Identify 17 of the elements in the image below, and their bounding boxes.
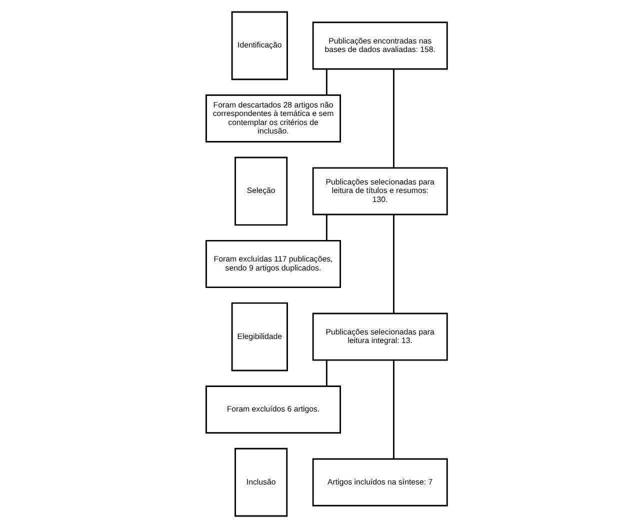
node-box: Identificação (230, 10, 288, 80)
connector (392, 214, 394, 313)
node-box: Seleção (234, 156, 288, 226)
connector (325, 360, 327, 386)
connector (325, 68, 327, 95)
node-box: Elegibilidade (230, 302, 288, 371)
node-box: Publicações selecionadas para leitura de títulos e resumos: 130. (312, 166, 448, 215)
node-box: Foram descartados 28 artigos não correspondentes à temática e sem contemplar os critérios de inclusão. (205, 94, 341, 142)
node-box: Inclusão (234, 447, 288, 516)
node-box: Foram excluídos 6 artigos. (205, 385, 341, 434)
connector (325, 214, 327, 240)
node-box: Publicações selecionadas para leitura integral: 13. (312, 312, 448, 360)
connector (392, 68, 394, 168)
node-box: Artigos incluídos na síntese: 7 (312, 458, 448, 506)
connector (392, 360, 394, 458)
node-box: Publicações encontradas nas bases de dados avaliadas: 158. (312, 21, 448, 70)
node-box: Foram excluídas 117 publicações, sendo 9 artigos duplicados. (205, 239, 341, 288)
